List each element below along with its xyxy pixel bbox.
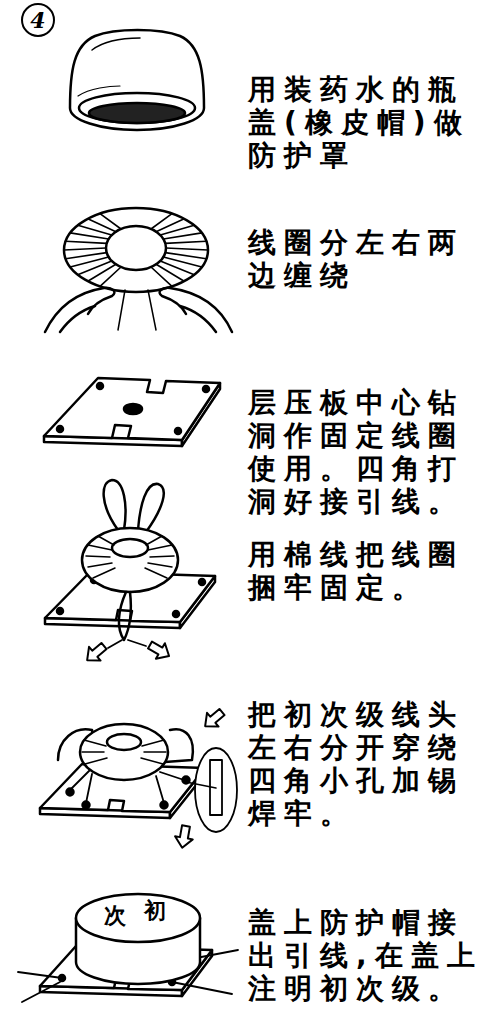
step-number-circle: 4 [21,3,55,37]
coil-winding [45,208,232,332]
step-text: 线圈分左右两边缠绕 [248,226,488,292]
cap-marking: 初 [144,899,166,923]
step-text: 盖上防护帽接出引线,在盖上注明初次级。 [248,906,483,1005]
step-text: 用装药水的瓶盖(橡皮帽)做防护罩 [248,73,488,172]
step-text: 用棉线把线圈捆牢固定。 [248,538,488,604]
cap-marking: 次 [104,903,126,928]
step-text: 盖上防护帽接出引线,在盖上注明初次级。 [248,906,488,1005]
step-text: 用装药水的瓶盖(橡皮帽)做防护罩 [248,73,470,172]
coil-tied-on-board [45,480,215,667]
laminate-board [44,378,220,446]
step-text: 层压板中心钻洞作固定线圈使用。四角打洞好接引线。 [248,386,488,518]
step-text: 线圈分左右两边缠绕 [248,226,464,292]
leads-soldered [40,705,237,849]
step-text: 把初次级线头左右分开穿绕四角小孔加锡焊牢。 [248,698,488,830]
cap-marking: 初 [144,898,166,923]
step-text: 把初次级线头左右分开穿绕四角小孔加锡焊牢。 [248,698,464,830]
step-text: 用棉线把线圈捆牢固定。 [248,538,464,604]
cap-marking: 次 [104,904,126,928]
rubber-cap [70,30,204,130]
step-number: 4 [30,9,45,31]
step-text: 层压板中心钻洞作固定线圈使用。四角打洞好接引线。 [248,386,464,518]
covered-coil [18,894,238,1002]
